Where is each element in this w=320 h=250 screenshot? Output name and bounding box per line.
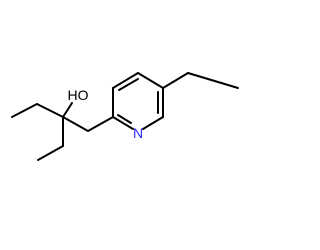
hydroxyl-label: HO <box>68 87 89 103</box>
nitrogen-label: N <box>133 125 143 141</box>
bond-ring-c6-n <box>142 116 164 130</box>
bond-group <box>11 72 239 161</box>
bond-ethyl-left-ch2 <box>36 103 64 118</box>
bond-c-ch2 <box>62 116 89 132</box>
bond-c-oh <box>62 102 73 118</box>
bond-ethyl-lower-terminal <box>37 145 64 161</box>
bond-ring-n-c2-inner <box>117 114 132 124</box>
molecule-structure: HO N <box>11 72 239 161</box>
bond-ring-c3-c4 <box>112 72 139 89</box>
bond-ethyl-right-ch2 <box>162 72 189 89</box>
structure-canvas: HO N <box>11 72 239 161</box>
bond-ethyl-left-terminal <box>11 103 38 118</box>
bond-ring-c3-c4-inner <box>118 78 139 91</box>
bond-ch2-ring <box>87 116 114 132</box>
bond-ethyl-right-terminal <box>187 72 239 89</box>
bond-ring-n-c2 <box>112 116 134 130</box>
bond-ring-c4-c5 <box>137 72 164 89</box>
